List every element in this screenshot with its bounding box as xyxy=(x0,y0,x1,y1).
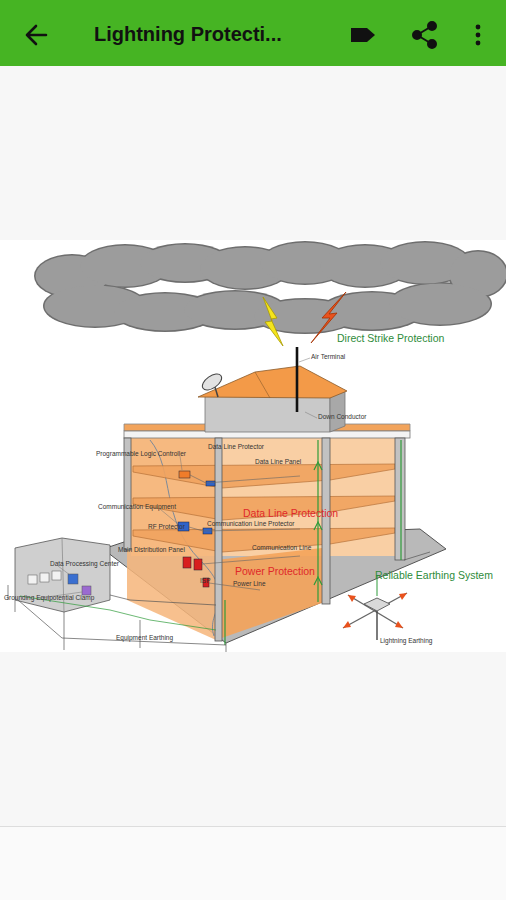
leader-line xyxy=(58,566,70,575)
plc-unit xyxy=(179,471,190,478)
divider-line xyxy=(0,826,506,827)
part-label: RF Protector xyxy=(148,524,185,531)
down-conductor-wire xyxy=(400,440,401,560)
part-label: Equipment Earthing xyxy=(116,635,173,642)
wire xyxy=(189,527,300,531)
down-conductor-wire xyxy=(224,600,225,645)
app-bar xyxy=(0,0,506,66)
pillar xyxy=(322,438,330,604)
earth-rod xyxy=(376,611,377,640)
part-label: Data Line Protector xyxy=(208,444,264,451)
bottom-area xyxy=(0,827,506,900)
air-terminal-rod xyxy=(296,347,299,412)
server-unit xyxy=(40,573,49,582)
earth-pit xyxy=(364,598,390,611)
back-arrow-icon xyxy=(27,26,46,44)
cloud-outline xyxy=(34,241,506,334)
data-line-protector xyxy=(206,481,215,486)
clamp-wire xyxy=(20,596,216,630)
part-label: Data Processing Center xyxy=(50,561,119,568)
roof-ridge xyxy=(255,372,270,398)
leader-line xyxy=(305,412,317,418)
part-label: Programmable Logic Controller xyxy=(96,451,186,458)
earth-strip xyxy=(343,593,407,628)
part-label: Communication Equipment xyxy=(98,504,176,511)
surge-protector xyxy=(194,559,202,570)
earth-rod xyxy=(64,612,65,650)
processing-unit xyxy=(68,574,78,584)
server-unit xyxy=(28,575,37,584)
part-label: Power Line xyxy=(233,581,266,588)
part-label: Air Terminal xyxy=(311,354,345,361)
arrow-head xyxy=(348,595,356,602)
clamp-wires xyxy=(20,596,216,630)
leader-line xyxy=(160,509,178,524)
part-label: ISP xyxy=(200,578,210,585)
image-area xyxy=(0,240,506,652)
wire xyxy=(202,556,300,564)
share-dot xyxy=(428,22,436,30)
pillars xyxy=(124,438,405,641)
distribution-panel xyxy=(183,557,191,568)
roof-room xyxy=(205,396,330,432)
earth-wire xyxy=(110,595,216,605)
satellite-dish xyxy=(200,371,225,393)
arrow-head xyxy=(343,621,351,628)
earth-strip xyxy=(348,595,403,628)
earth-wire xyxy=(18,600,226,645)
part-label: Down Conductor xyxy=(318,414,366,421)
leader-line xyxy=(299,358,310,362)
clamp-unit xyxy=(82,586,91,595)
leader-line xyxy=(180,456,182,470)
floor-slab xyxy=(133,464,395,488)
section-heading: Power Protection xyxy=(235,566,315,577)
arrow-head xyxy=(399,593,407,600)
roof-pyramid xyxy=(198,366,347,398)
menu-dot xyxy=(476,33,481,38)
section-heading: Direct Strike Protection xyxy=(337,333,444,344)
arrow-head xyxy=(395,621,403,628)
share-dot xyxy=(428,40,436,48)
annex-equipment xyxy=(28,571,91,595)
part-label: Grounding Equipotential Clamp xyxy=(4,595,94,602)
part-label: Data Line Panel xyxy=(255,459,301,466)
tag-icon xyxy=(351,28,375,42)
menu-dot xyxy=(476,41,481,46)
pillar xyxy=(395,438,405,560)
section-heading: Data Line Protection xyxy=(243,508,338,519)
part-label: Communication Line Protector xyxy=(207,521,294,528)
part-label: Main Distribution Panel xyxy=(118,547,185,554)
part-label: Communication Line xyxy=(252,545,311,552)
share-icon xyxy=(413,22,436,48)
more-icon xyxy=(476,25,481,46)
leader-lines xyxy=(40,358,317,598)
down-conductors xyxy=(225,440,401,645)
part-label: Lightning Earthing xyxy=(380,638,432,645)
pillar xyxy=(215,438,222,641)
back-arrow-path xyxy=(27,26,46,44)
earth-wire xyxy=(404,552,430,560)
screen-title: Lightning Protecti... xyxy=(94,22,282,46)
conductor-arrows xyxy=(314,462,322,585)
app-bar-content: Lightning Protecti... xyxy=(0,0,506,66)
lightning-bolt xyxy=(263,297,283,346)
wire xyxy=(190,475,300,483)
earthing-wires xyxy=(8,552,430,652)
cloud-puff xyxy=(390,284,491,325)
share-dot xyxy=(413,31,421,39)
section-heading: Reliable Earthing System xyxy=(375,570,493,581)
server-unit xyxy=(52,571,61,580)
menu-dot xyxy=(476,25,481,30)
earth-electrode xyxy=(343,575,407,640)
